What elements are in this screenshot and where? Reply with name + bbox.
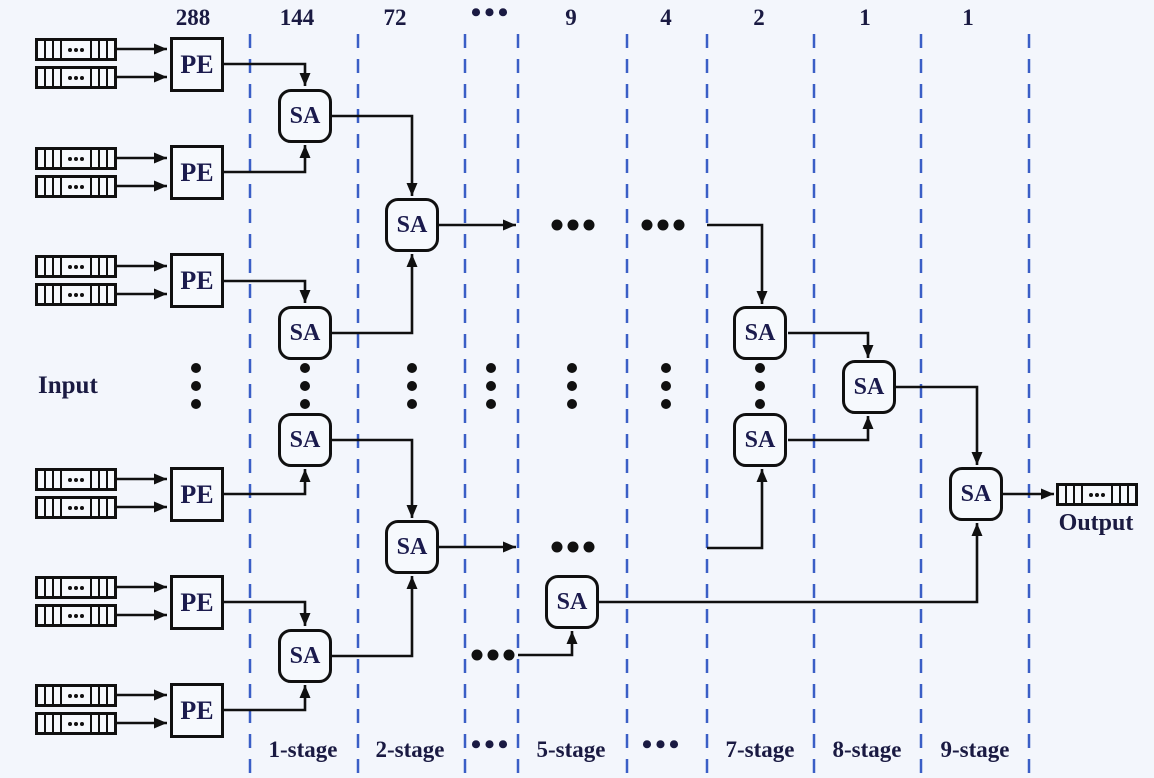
ellipsis-dots-vertical [191,363,765,409]
stage-count-144: 144 [279,5,315,30]
input-register [35,175,117,198]
sa-node-stage8: SA [842,360,896,414]
input-register [35,496,117,519]
input-register [35,468,117,491]
stage-label-9: 9-stage [940,737,1010,762]
sa-node-stage9: SA [949,467,1003,521]
sa-node-stage1-2: SA [278,306,332,360]
pe-node-2: PE [170,145,224,200]
stage-label-5: 5-stage [536,737,606,762]
stage-count-4: 4 [660,5,672,30]
stage-count-1b: 1 [962,5,974,30]
sa-node-stage1-1: SA [278,89,332,143]
arrow-pe-sa [224,685,311,712]
stage-count-72: 72 [383,5,407,30]
pe-node-3: PE [170,253,224,308]
sa-node-stage7-2: SA [733,413,787,467]
stage-divider-lines [248,34,1031,775]
arrow-sa-sa [332,576,418,658]
stage-label-ellipsis-b: ••• [641,728,683,761]
stage-count-9: 9 [565,5,577,30]
sa-node-stage1-4: SA [278,629,332,683]
input-register [35,147,117,170]
arrow-sa-sa [332,254,418,335]
arrow-pe-sa [224,279,311,303]
arrow-into-sa7 [707,469,768,550]
arrow-sa7-sa8 [788,331,874,358]
stage-count-288: 288 [175,5,211,30]
stage-count-ellipsis: ••• [470,0,512,29]
pe-node-1: PE [170,37,224,92]
arrow-pe-sa [224,469,311,496]
pe-node-6: PE [170,683,224,738]
arrow-into-sa7 [707,223,768,304]
sa-node-stage2-1: SA [385,198,439,252]
input-register [35,66,117,89]
output-register [1056,483,1138,506]
input-register [35,576,117,599]
arrow-pe-sa [224,600,311,626]
arrow-sa-sa [332,438,418,518]
sa-node-stage1-3: SA [278,413,332,467]
stage-count-1a: 1 [859,5,871,30]
input-register [35,283,117,306]
pe-node-5: PE [170,575,224,630]
sa-node-stage5: SA [545,575,599,629]
stage-label-8: 8-stage [832,737,902,762]
arrow-sa5-sa9 [599,523,983,604]
sa-node-stage2-2: SA [385,520,439,574]
input-register [35,255,117,278]
arrow-pe-sa [224,62,311,86]
arrow-sa-sa [332,114,418,196]
input-register [35,38,117,61]
input-label: Input [38,372,98,399]
arrow-into-sa5 [518,631,578,657]
input-register [35,684,117,707]
arrow-pe-sa [224,145,311,174]
output-label: Output [1058,510,1134,536]
pe-node-4: PE [170,467,224,522]
arrow-sa8-sa9 [896,385,983,465]
stage-label-1: 1-stage [268,737,338,762]
stage-count-2: 2 [753,5,765,30]
stage-label-7: 7-stage [725,737,795,762]
sa-node-stage7-1: SA [733,306,787,360]
input-register [35,604,117,627]
stage-label-ellipsis-a: ••• [470,728,512,761]
arrow-sa7-sa8 [788,416,874,442]
input-register [35,712,117,735]
stage-label-2: 2-stage [375,737,445,762]
